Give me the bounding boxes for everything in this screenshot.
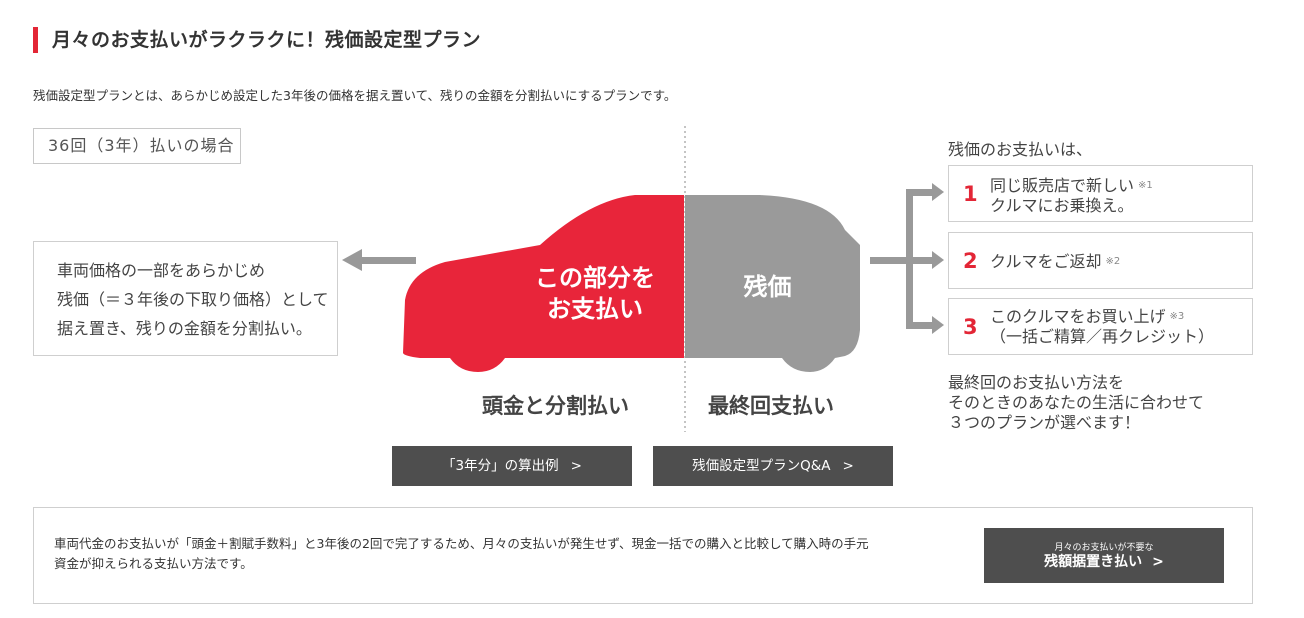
car-residual-label: 残価 bbox=[743, 273, 792, 301]
calc-example-button[interactable]: 「3年分」の算出例 > bbox=[392, 446, 632, 486]
option-line: （一括ご精算／再クレジット） bbox=[990, 327, 1215, 346]
intro-text: 残価設定型プランとは、あらかじめ設定した3年後の価格を据え置いて、残りの金額を分… bbox=[33, 88, 677, 103]
car-payment-label: この部分を お支払い bbox=[520, 263, 670, 325]
option-item: 2 クルマをご返却※2 bbox=[948, 232, 1253, 289]
option-number: 1 bbox=[963, 182, 978, 206]
left-description-line: 残価（＝３年後の下取り価格）として bbox=[57, 290, 329, 309]
option-item: 3 このクルマをお買い上げ※3 （一括ご精算／再クレジット） bbox=[948, 298, 1253, 355]
chevron-right-icon: > bbox=[1152, 554, 1164, 570]
final-text-line: 最終回のお支払い方法を bbox=[948, 373, 1125, 392]
case-label: 36回（3年）払いの場合 bbox=[33, 128, 241, 164]
chevron-right-icon: > bbox=[570, 458, 582, 474]
heading-accent-bar bbox=[33, 27, 38, 53]
chevron-right-icon: > bbox=[842, 458, 854, 474]
left-description-line: 据え置き、残りの金額を分割払い。 bbox=[57, 319, 312, 338]
qa-button[interactable]: 残価設定型プランQ&A > bbox=[653, 446, 893, 486]
options-title: 残価のお支払いは、 bbox=[948, 140, 1093, 159]
calc-example-button-label: 「3年分」の算出例 bbox=[442, 458, 559, 474]
option-item: 1 同じ販売店で新しい※1 クルマにお乗換え。 bbox=[948, 165, 1253, 222]
option-text: 同じ販売店で新しい※1 クルマにお乗換え。 bbox=[990, 176, 1153, 216]
car-payment-label-line: お支払い bbox=[547, 295, 643, 323]
option-line: クルマにお乗換え。 bbox=[990, 196, 1134, 215]
option-number: 3 bbox=[963, 315, 978, 339]
bottom-info-box bbox=[33, 507, 1253, 604]
bottom-info-line: 資金が抑えられる支払い方法です。 bbox=[54, 556, 253, 571]
section-title: 月々のお支払いがラクラクに！残価設定型プラン bbox=[52, 29, 482, 51]
final-payment-label: 最終回支払い bbox=[708, 394, 834, 418]
arrow-left-icon bbox=[342, 249, 416, 271]
car-payment-label-line: この部分を bbox=[535, 264, 655, 292]
option-note: ※2 bbox=[1105, 256, 1121, 267]
option-line: クルマをご返却 bbox=[990, 252, 1102, 271]
option-note: ※1 bbox=[1138, 180, 1153, 191]
bracket-arrows-icon bbox=[870, 183, 944, 334]
bottom-info-text: 車両代金のお支払いが「頭金＋割賦手数料」と3年後の2回で完了するため、月々の支払… bbox=[54, 534, 869, 574]
option-number: 2 bbox=[963, 249, 978, 273]
final-text-line: ３つのプランが選べます！ bbox=[948, 413, 1141, 432]
deferred-payment-button[interactable]: 月々のお支払いが不要な 残額据置き払い > bbox=[984, 528, 1224, 583]
option-text: クルマをご返却※2 bbox=[990, 252, 1120, 272]
car-left-half bbox=[403, 195, 684, 372]
deferred-payment-label: 残額据置き払い bbox=[1044, 554, 1143, 570]
left-description-line: 車両価格の一部をあらかじめ bbox=[57, 261, 266, 280]
option-line: 同じ販売店で新しい bbox=[990, 176, 1135, 195]
bottom-info-line: 車両代金のお支払いが「頭金＋割賦手数料」と3年後の2回で完了するため、月々の支払… bbox=[54, 536, 869, 551]
down-payment-label: 頭金と分割払い bbox=[482, 394, 629, 418]
option-note: ※3 bbox=[1169, 311, 1185, 322]
option-line: このクルマをお買い上げ bbox=[990, 307, 1166, 326]
option-text: このクルマをお買い上げ※3 （一括ご精算／再クレジット） bbox=[990, 307, 1214, 347]
final-text: 最終回のお支払い方法を そのときのあなたの生活に合わせて ３つのプランが選べます… bbox=[948, 373, 1204, 433]
left-description: 車両価格の一部をあらかじめ 残価（＝３年後の下取り価格）として 据え置き、残りの… bbox=[33, 241, 338, 356]
car-right-half bbox=[685, 195, 860, 372]
qa-button-label: 残価設定型プランQ&A bbox=[692, 458, 831, 474]
final-text-line: そのときのあなたの生活に合わせて bbox=[948, 393, 1205, 412]
deferred-payment-caption: 月々のお支払いが不要な bbox=[1054, 543, 1154, 553]
